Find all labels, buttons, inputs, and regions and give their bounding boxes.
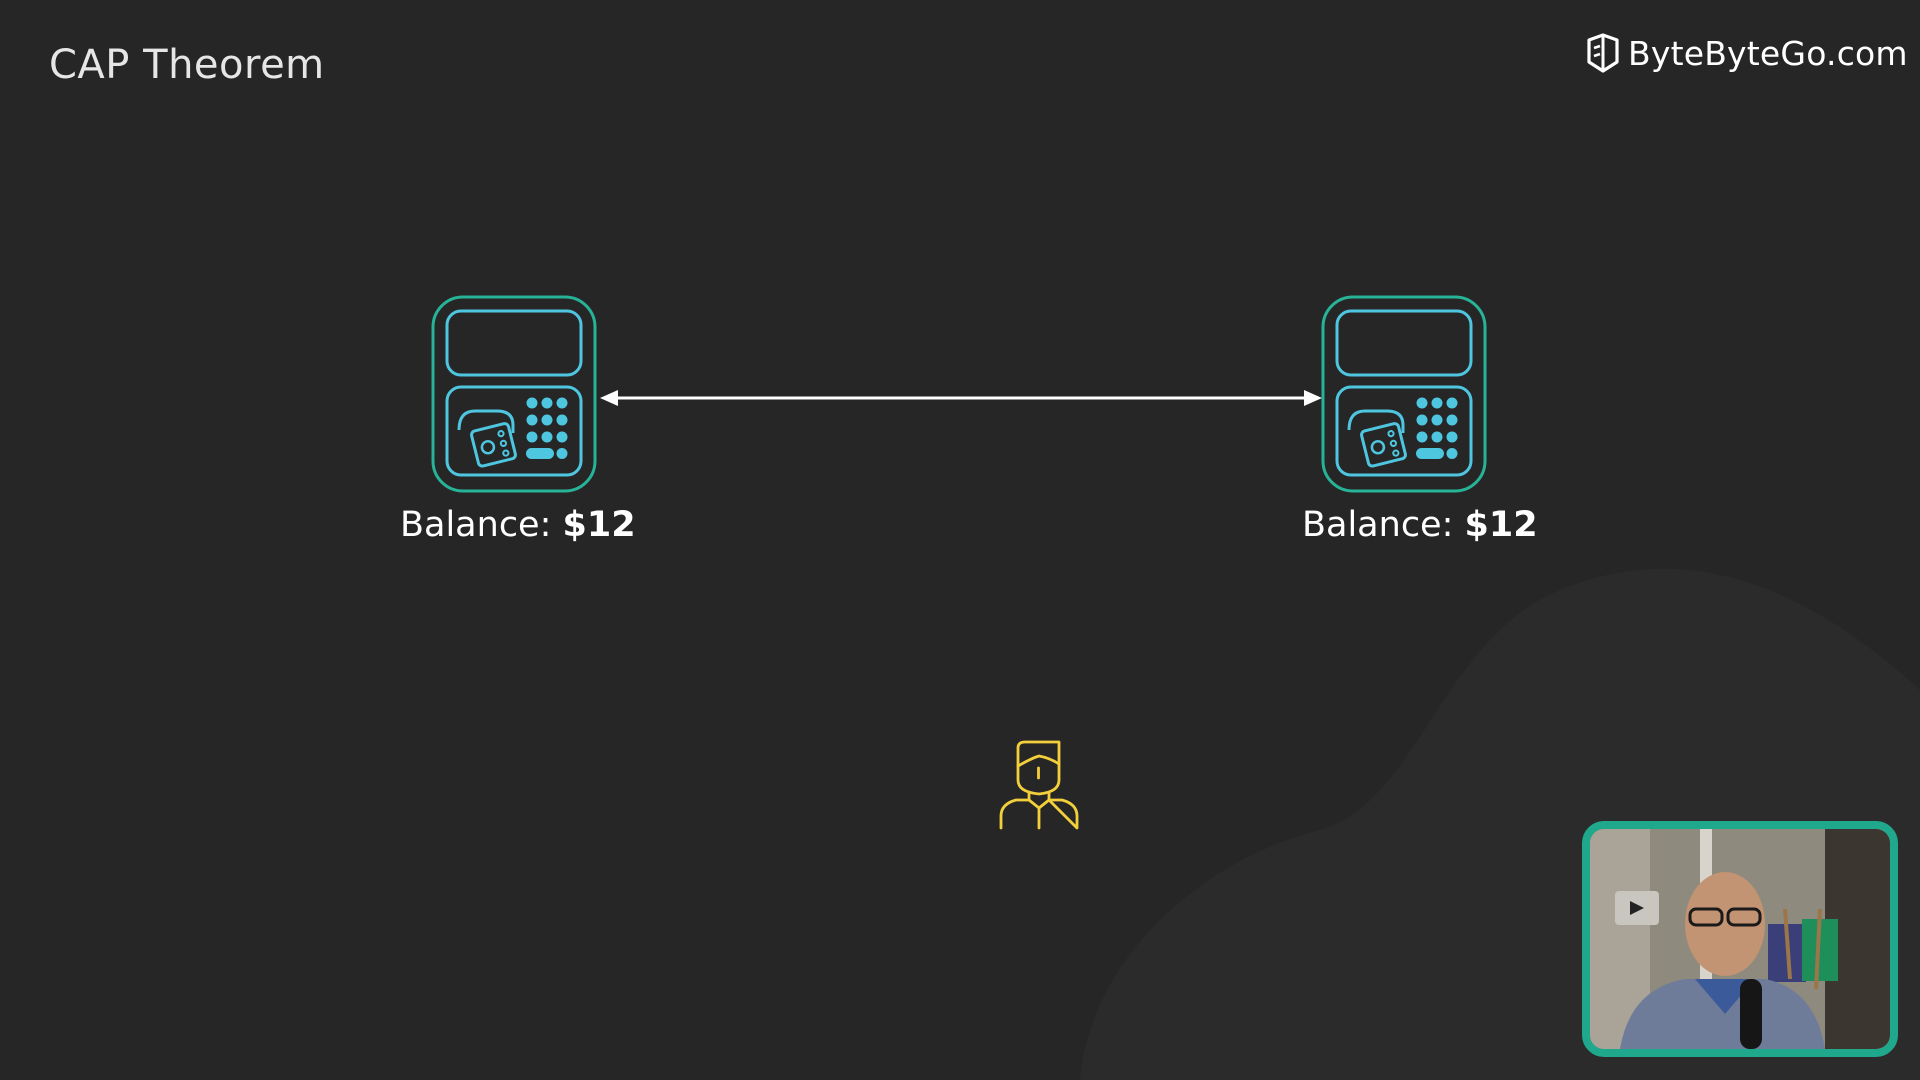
atm-icon bbox=[1321, 295, 1487, 493]
balance-label-left: Balance: $12 bbox=[400, 505, 636, 545]
page-title: CAP Theorem bbox=[49, 42, 325, 88]
balance-value: $12 bbox=[562, 505, 636, 545]
user-icon bbox=[999, 740, 1079, 830]
atm-icon bbox=[431, 295, 597, 493]
balance-label-right: Balance: $12 bbox=[1302, 505, 1538, 545]
balance-prefix: Balance: bbox=[400, 505, 552, 545]
bidirectional-arrow bbox=[600, 390, 1322, 406]
balance-value: $12 bbox=[1464, 505, 1538, 545]
bytebytego-logo-icon bbox=[1587, 33, 1619, 73]
brand-name: ByteByteGo.com bbox=[1628, 33, 1908, 73]
balance-prefix: Balance: bbox=[1302, 505, 1454, 545]
brand-logo[interactable]: ByteByteGo.com bbox=[1586, 32, 1908, 74]
presenter-webcam bbox=[1582, 821, 1898, 1057]
